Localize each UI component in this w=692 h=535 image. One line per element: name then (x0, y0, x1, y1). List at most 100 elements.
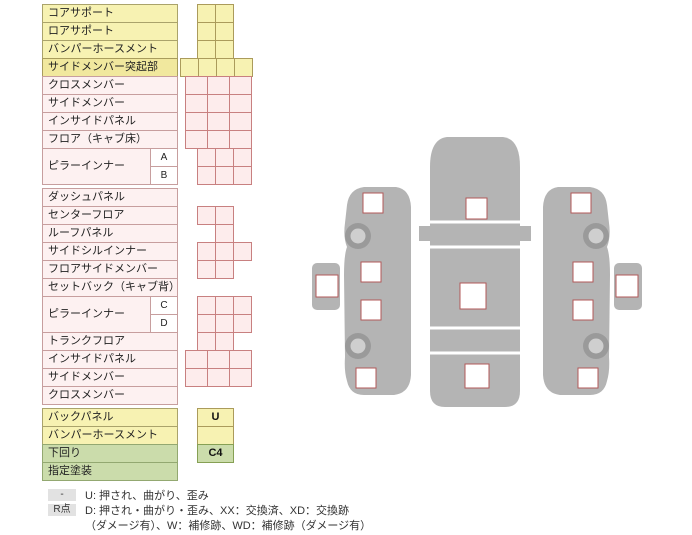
damage-cell[interactable] (197, 22, 216, 41)
damage-cell[interactable] (215, 332, 234, 351)
damage-cell[interactable] (198, 58, 217, 77)
damage-cell[interactable] (233, 148, 252, 167)
damage-cell[interactable] (215, 242, 234, 261)
damage-value-cell[interactable]: U (197, 408, 234, 427)
damage-cell[interactable] (207, 368, 230, 387)
marker-center-front[interactable] (465, 197, 488, 220)
damage-cell[interactable] (215, 296, 234, 315)
damage-cell[interactable] (207, 112, 230, 131)
part-label: ロアサポート (42, 22, 178, 41)
damage-cell[interactable] (185, 94, 208, 113)
marker-right-lower-mid[interactable] (572, 299, 594, 321)
marker-left-upper-mid[interactable] (360, 261, 382, 283)
damage-cell[interactable] (234, 58, 253, 77)
marker-right-top[interactable] (570, 192, 592, 214)
part-label: インサイドパネル (42, 350, 178, 369)
damage-cell[interactable] (185, 350, 208, 369)
damage-cell[interactable] (229, 368, 252, 387)
left-front-wheel-hub (350, 228, 366, 244)
damage-cell[interactable] (185, 368, 208, 387)
part-row: トランクフロア (42, 332, 253, 351)
marker-left-top[interactable] (362, 192, 384, 214)
part-row: サイドシルインナー (42, 242, 253, 261)
damage-cell[interactable] (180, 58, 199, 77)
right-mirror (519, 226, 531, 241)
damage-cell[interactable] (215, 314, 234, 333)
damage-cell[interactable] (215, 224, 234, 243)
damage-cell[interactable] (229, 76, 252, 95)
marker-right-upper-mid[interactable] (572, 261, 594, 283)
part-label: バンパーホースメント (42, 426, 178, 445)
damage-cell[interactable] (229, 130, 252, 149)
part-row: B (150, 166, 252, 185)
marker-right-bottom[interactable] (577, 367, 599, 389)
damage-cell[interactable] (229, 112, 252, 131)
marker-left-door[interactable] (315, 274, 339, 298)
damage-cell[interactable] (197, 4, 216, 23)
damage-cell[interactable] (215, 260, 234, 279)
damage-cell[interactable] (197, 296, 216, 315)
damage-cells (197, 166, 252, 185)
damage-cell[interactable] (233, 242, 252, 261)
damage-cell[interactable] (233, 296, 252, 315)
damage-cell[interactable] (215, 4, 234, 23)
damage-cell[interactable] (197, 314, 216, 333)
damage-cell[interactable] (215, 166, 234, 185)
damage-cell[interactable] (197, 206, 216, 225)
part-label: クロスメンバー (42, 386, 178, 405)
damage-cells (185, 76, 252, 95)
part-row: セットバック（キャブ背） (42, 278, 253, 297)
part-label: サイドシルインナー (42, 242, 178, 261)
part-row: バンパーホースメント (42, 40, 253, 59)
damage-cell[interactable] (207, 76, 230, 95)
damage-cell[interactable] (185, 76, 208, 95)
part-row: インサイドパネル (42, 350, 253, 369)
damage-cell[interactable] (185, 130, 208, 149)
part-row: クロスメンバー (42, 386, 253, 405)
damage-cell[interactable] (215, 22, 234, 41)
damage-cell[interactable] (215, 206, 234, 225)
marker-center-rear[interactable] (464, 363, 490, 389)
damage-cells (185, 130, 252, 149)
part-label: フロア（キャブ床） (42, 130, 178, 149)
damage-cell[interactable] (197, 260, 216, 279)
part-label: フロアサイドメンバー (42, 260, 178, 279)
part-row: D (150, 314, 252, 333)
legend-line-3: （ダメージ有）、W：補修跡、WD：補修跡（ダメージ有） (48, 518, 371, 532)
damage-cell[interactable] (185, 112, 208, 131)
damage-cell[interactable] (215, 148, 234, 167)
damage-cells (197, 22, 234, 41)
part-label: セットバック（キャブ背） (42, 278, 178, 297)
damage-cell[interactable] (197, 332, 216, 351)
damage-cell[interactable] (233, 314, 252, 333)
part-label: トランクフロア (42, 332, 178, 351)
damage-cell[interactable] (207, 350, 230, 369)
damage-cells (197, 148, 252, 167)
part-row: サイドメンバー突起部 (42, 58, 253, 77)
part-label: ピラーインナー (42, 148, 151, 185)
damage-cell[interactable] (197, 40, 216, 59)
marker-center-middle[interactable] (459, 282, 487, 310)
damage-cell[interactable] (216, 58, 235, 77)
legend: - U: 押され、曲がり、歪み R点 D: 押され・曲がり・歪み、XX：交換済、… (48, 488, 371, 533)
damage-cell[interactable] (233, 166, 252, 185)
marker-left-lower-mid[interactable] (360, 299, 382, 321)
damage-cell[interactable] (197, 166, 216, 185)
damage-cell[interactable] (197, 148, 216, 167)
damage-value-cell[interactable]: C4 (197, 444, 234, 463)
legend-text-d: D: 押され・曲がり・歪み、XX：交換済、XD：交換跡 (85, 505, 350, 517)
damage-cell[interactable] (229, 94, 252, 113)
left-mirror (419, 226, 431, 241)
pillar-sub-label-a: A (150, 148, 178, 167)
damage-cell[interactable] (197, 426, 234, 445)
part-row: インサイドパネル (42, 112, 253, 131)
damage-cell[interactable] (229, 350, 252, 369)
damage-cell[interactable] (207, 94, 230, 113)
marker-left-bottom[interactable] (355, 367, 377, 389)
marker-right-door[interactable] (615, 274, 639, 298)
damage-cell[interactable] (197, 242, 216, 261)
part-label: インサイドパネル (42, 112, 178, 131)
damage-cell[interactable] (215, 40, 234, 59)
damage-cell[interactable] (207, 130, 230, 149)
